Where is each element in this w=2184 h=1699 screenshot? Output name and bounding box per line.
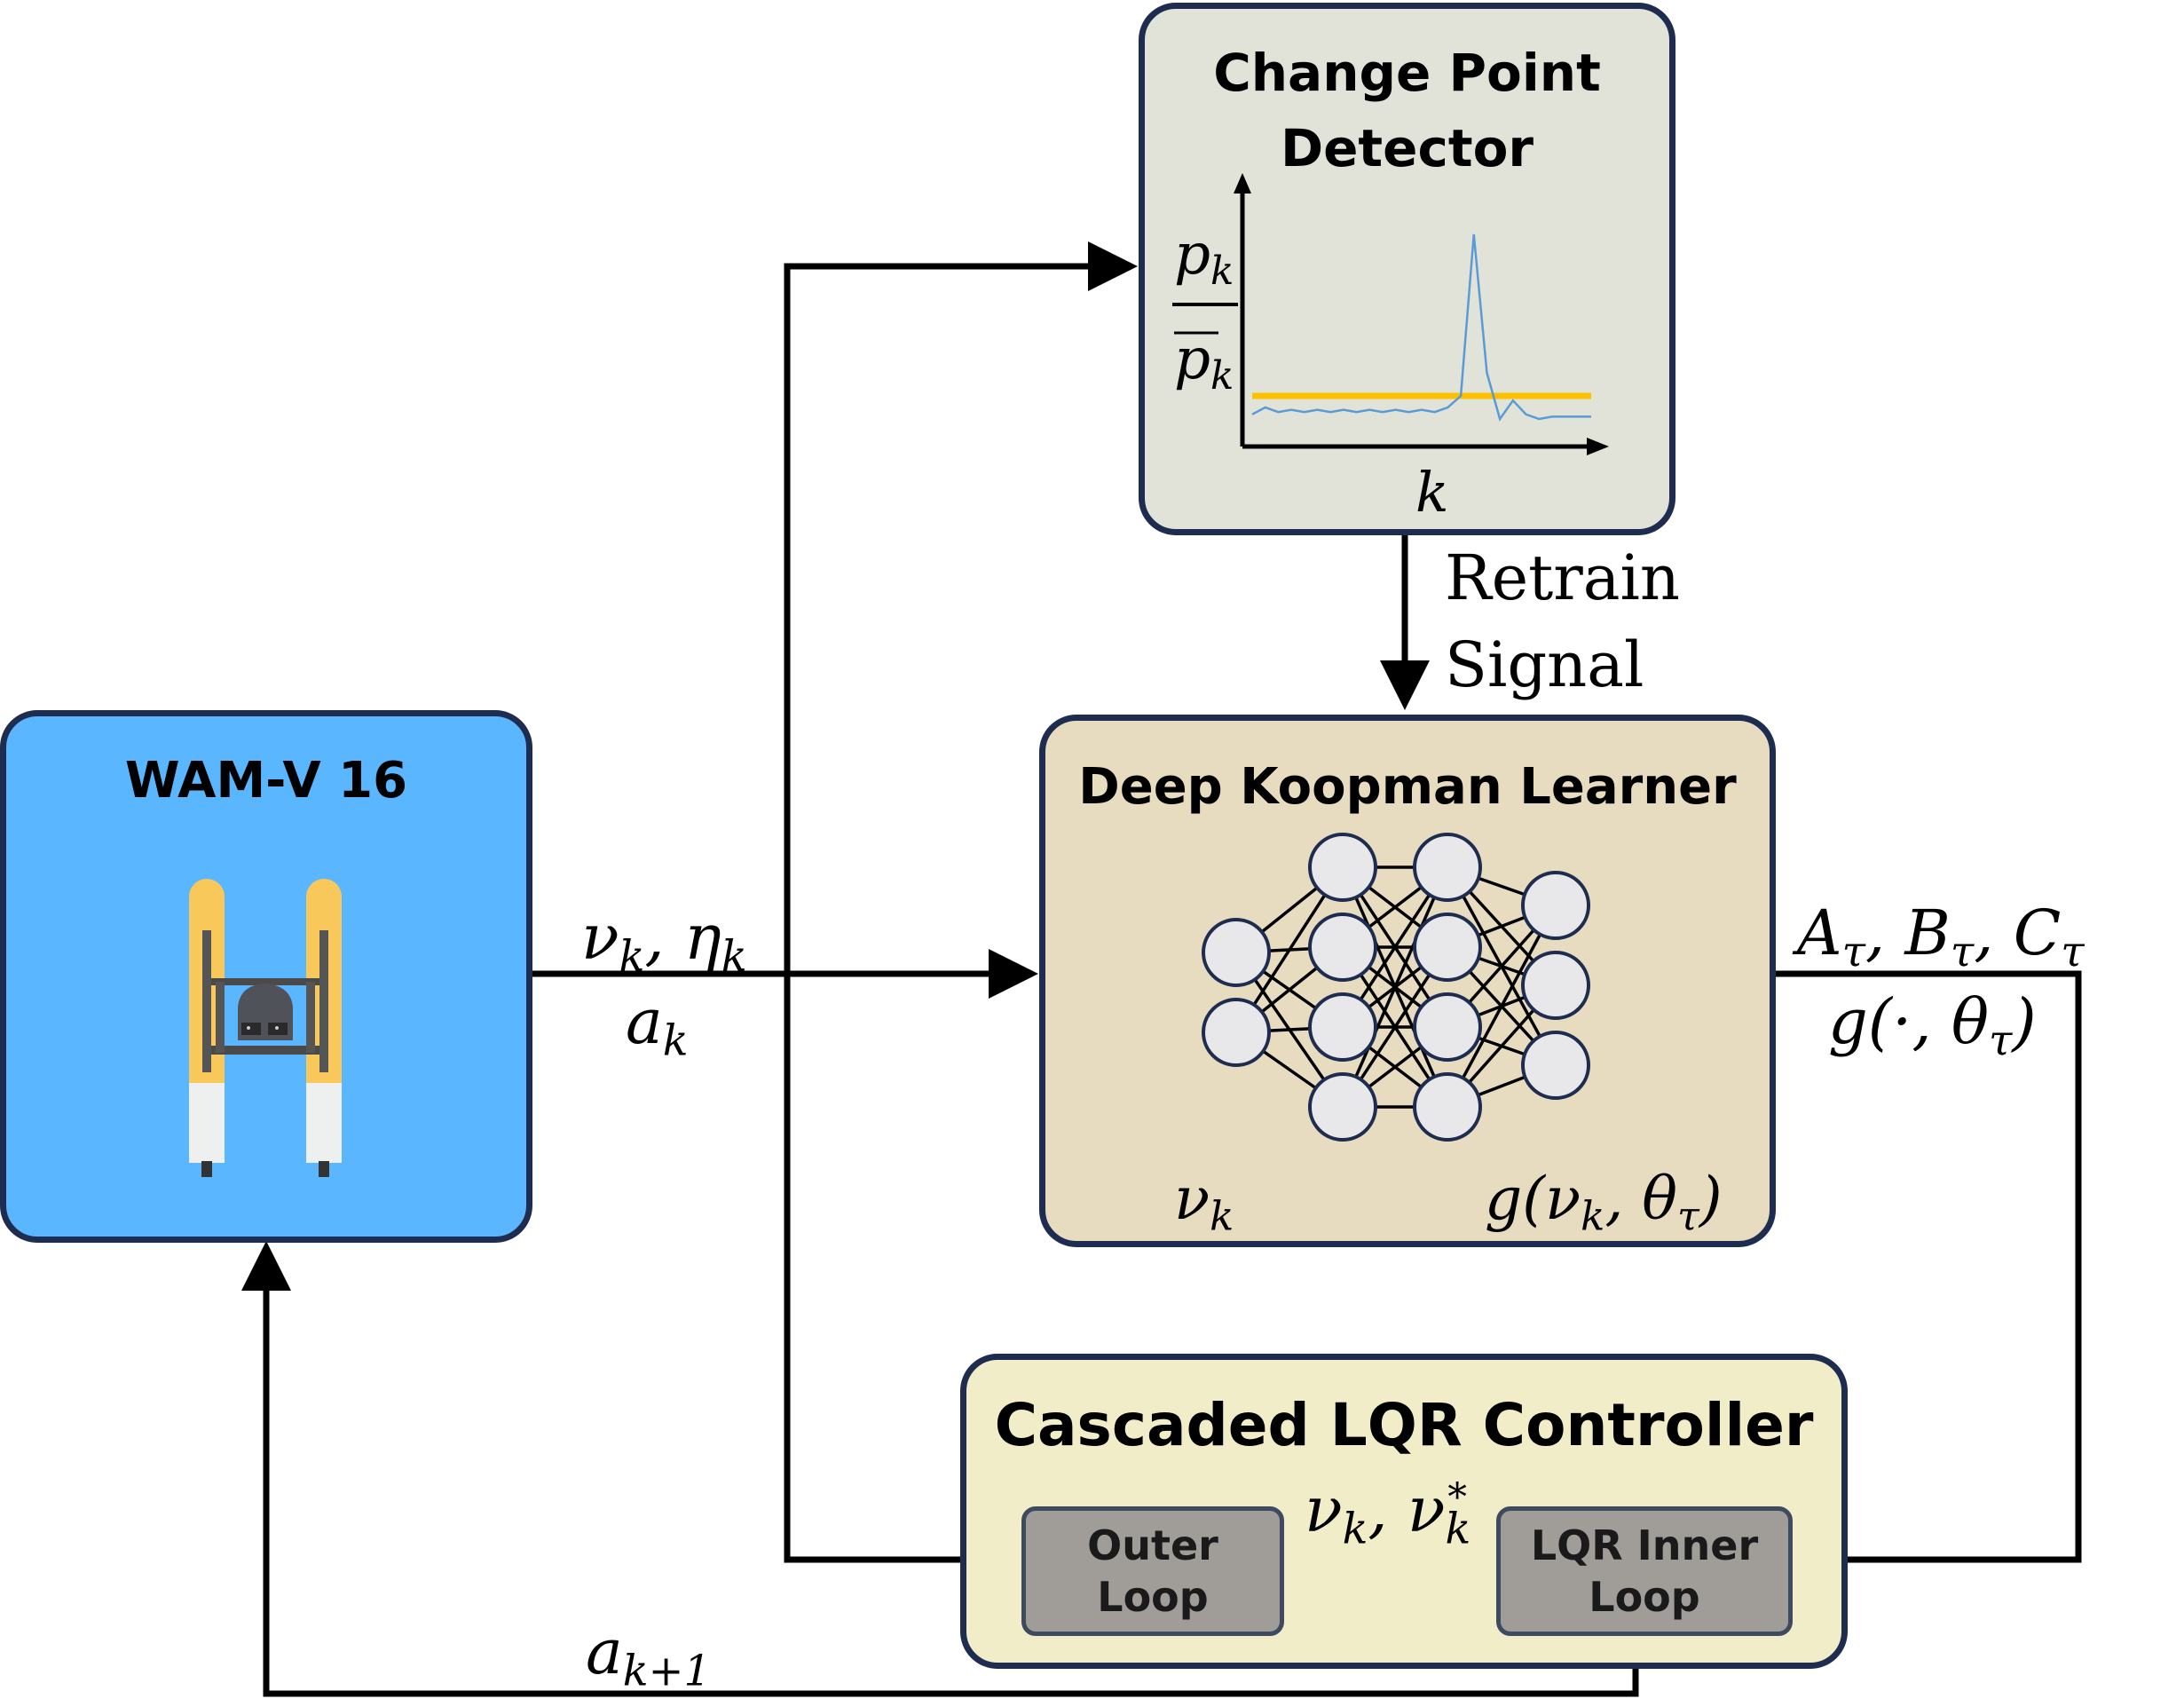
boat-icon	[189, 879, 342, 1177]
arrow-to-outer-loop	[784, 974, 1018, 1584]
chart-x-arrowhead	[1587, 438, 1609, 455]
chart-y-arrowhead	[1234, 173, 1251, 194]
nn-node	[1413, 992, 1482, 1062]
nn-node	[1308, 992, 1377, 1062]
inner-loop-block: LQR Inner Loop	[1496, 1506, 1793, 1636]
nn-node	[1521, 1031, 1590, 1100]
nn-node	[1521, 951, 1590, 1020]
nn-node	[1308, 833, 1377, 902]
learner-box: Deep Koopman Learner νk g(νk, θτ)	[1039, 715, 1776, 1247]
nn-edge	[1341, 866, 1449, 1108]
nn-node	[1202, 918, 1271, 987]
inner-loop-line2: Loop	[1589, 1573, 1700, 1621]
controller-title: Cascaded LQR Controller	[994, 1391, 1814, 1459]
outer-loop-line1: Outer	[1087, 1521, 1218, 1569]
outer-loop-line2: Loop	[1097, 1573, 1209, 1621]
reference-label: νk, νk*	[1305, 1474, 1471, 1554]
nn-node	[1308, 913, 1377, 982]
nn-node	[1308, 1072, 1377, 1142]
next-action-label: ak+1	[586, 1616, 711, 1696]
arrow-learner-to-inner-loop	[1766, 970, 2082, 1584]
nn-node	[1413, 913, 1482, 982]
detector-chart	[1172, 173, 1609, 455]
detector-title-line2: Detector	[1280, 118, 1534, 178]
chart-y-label-num: pk	[1174, 222, 1234, 295]
chart-y-label-den: pk	[1174, 327, 1234, 399]
nn-node	[1202, 998, 1271, 1067]
neural-network-icon	[1202, 833, 1590, 1142]
matrix-labels: Aτ, Bτ, Cτ	[1797, 897, 2085, 977]
wamv-box: WAM-V 16	[0, 710, 532, 1243]
nn-node	[1413, 833, 1482, 902]
g-func-label: g(·, θτ)	[1828, 985, 2037, 1066]
controller-box: Cascaded LQR Controller Outer Loop LQR I…	[960, 1354, 1848, 1669]
arrow-to-detector	[784, 241, 1138, 974]
detector-title-line1: Change Point	[1213, 43, 1601, 103]
outer-loop-block: Outer Loop	[1021, 1506, 1284, 1636]
detector-box: Change Point Detector pk pk k	[1139, 3, 1675, 535]
learner-title: Deep Koopman Learner	[1078, 758, 1737, 816]
inner-loop-line1: LQR Inner	[1530, 1521, 1759, 1569]
learner-output-label: g(νk, θτ)	[1485, 1165, 1723, 1240]
learner-input-label: νk	[1174, 1165, 1234, 1240]
signal-line	[1251, 233, 1591, 422]
wamv-title: WAM-V 16	[124, 752, 408, 810]
retrain-label-line1: Retrain	[1445, 541, 1680, 614]
nn-node	[1521, 871, 1590, 940]
nn-node	[1413, 1072, 1482, 1142]
nn-edge	[1446, 905, 1557, 1108]
retrain-label-line2: Signal	[1445, 628, 1644, 701]
state-label-a: ak	[626, 985, 689, 1066]
state-label-nu-eta: νk, ηk	[581, 901, 747, 982]
chart-x-label: k	[1415, 460, 1449, 525]
